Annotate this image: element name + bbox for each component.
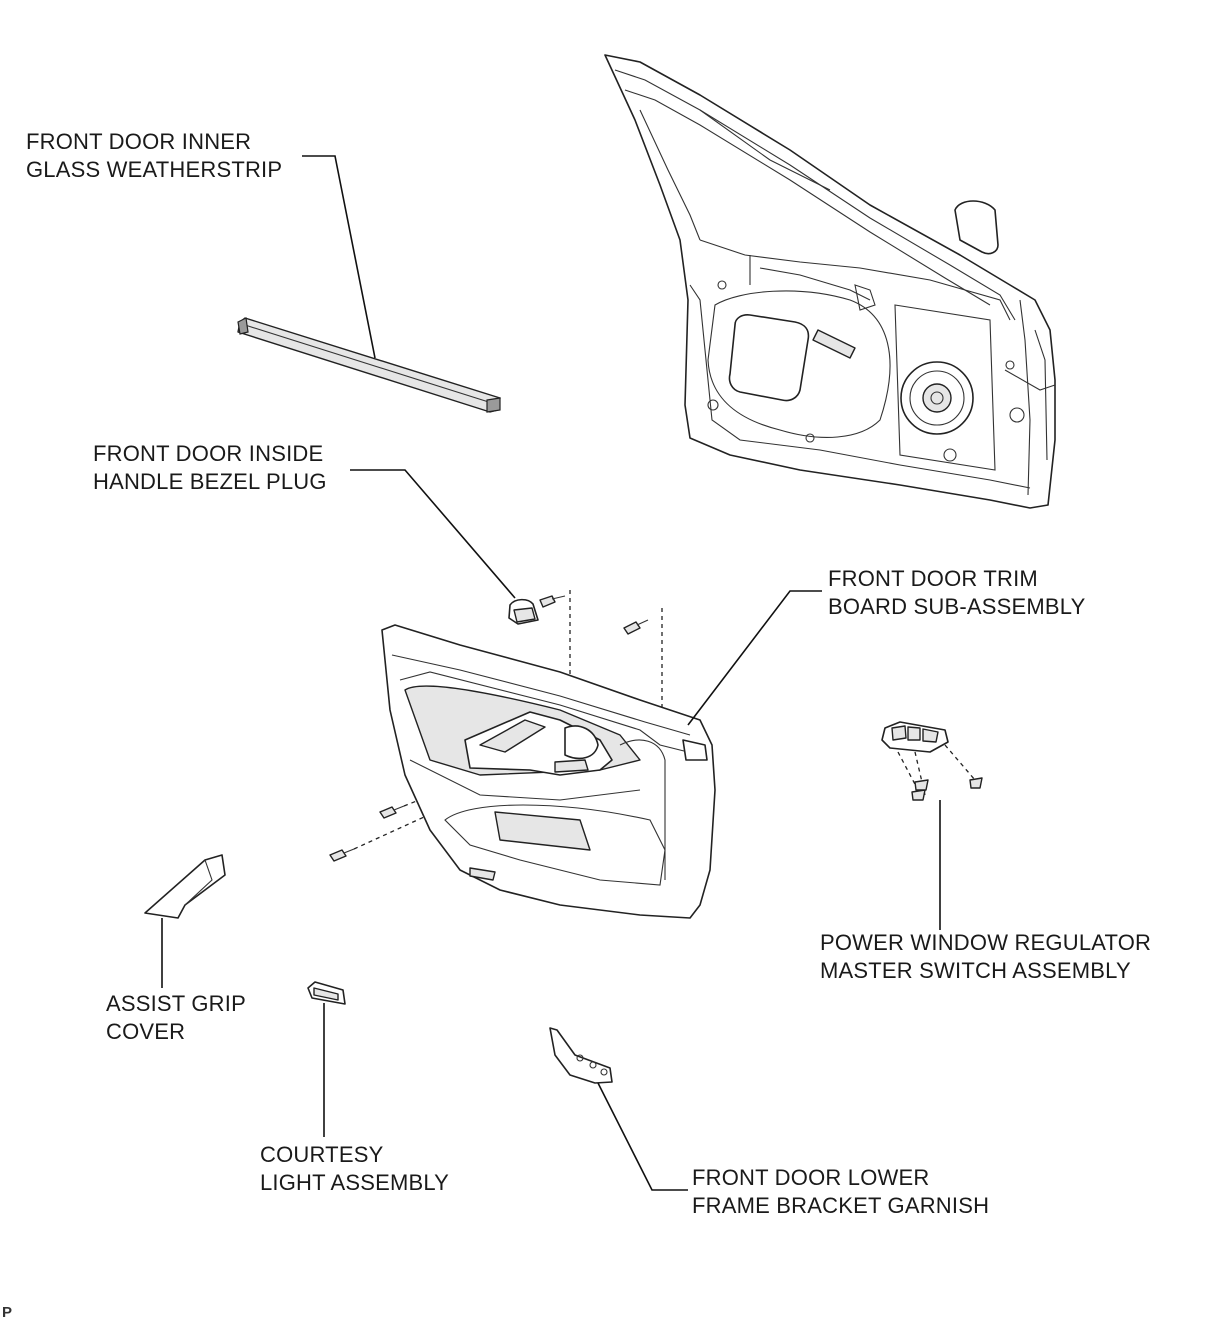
courtesy-light-part bbox=[307, 981, 346, 1005]
label-lower-frame-garnish: FRONT DOOR LOWER FRAME BRACKET GARNISH bbox=[692, 1164, 989, 1220]
trim-board-part bbox=[381, 624, 716, 919]
label-line: COVER bbox=[106, 1019, 186, 1044]
label-line: MASTER SWITCH ASSEMBLY bbox=[820, 958, 1131, 983]
leader-lines bbox=[161, 155, 941, 1191]
label-line: FRONT DOOR TRIM bbox=[828, 566, 1038, 591]
label-line: COURTESY bbox=[260, 1142, 384, 1167]
figure-code: P bbox=[2, 1304, 13, 1321]
label-line: ASSIST GRIP bbox=[106, 991, 246, 1016]
master-switch-part bbox=[881, 721, 983, 801]
label-line: BOARD SUB-ASSEMBLY bbox=[828, 594, 1086, 619]
trim-screws bbox=[329, 595, 649, 862]
label-line: FRAME BRACKET GARNISH bbox=[692, 1193, 990, 1218]
label-line: HANDLE BEZEL PLUG bbox=[93, 469, 327, 494]
label-line: FRONT DOOR INSIDE bbox=[93, 441, 324, 466]
label-courtesy-light: COURTESY LIGHT ASSEMBLY bbox=[260, 1141, 449, 1197]
label-line: GLASS WEATHERSTRIP bbox=[26, 157, 283, 182]
label-assist-grip-cover: ASSIST GRIP COVER bbox=[106, 990, 246, 1046]
label-inner-glass-weatherstrip: FRONT DOOR INNER GLASS WEATHERSTRIP bbox=[26, 128, 282, 184]
front-door-shell bbox=[604, 54, 1056, 509]
assist-grip-cover-part bbox=[144, 854, 226, 919]
label-line: LIGHT ASSEMBLY bbox=[260, 1170, 450, 1195]
inner-weatherstrip-part bbox=[237, 317, 501, 413]
label-trim-board: FRONT DOOR TRIM BOARD SUB-ASSEMBLY bbox=[828, 565, 1085, 621]
label-line: FRONT DOOR LOWER bbox=[692, 1165, 930, 1190]
lower-garnish-part bbox=[549, 1027, 613, 1084]
label-handle-bezel-plug: FRONT DOOR INSIDE HANDLE BEZEL PLUG bbox=[93, 440, 327, 496]
label-line: FRONT DOOR INNER bbox=[26, 129, 252, 154]
bezel-plug-part bbox=[508, 598, 539, 625]
label-line: POWER WINDOW REGULATOR bbox=[820, 930, 1152, 955]
label-master-switch: POWER WINDOW REGULATOR MASTER SWITCH ASS… bbox=[820, 929, 1151, 985]
